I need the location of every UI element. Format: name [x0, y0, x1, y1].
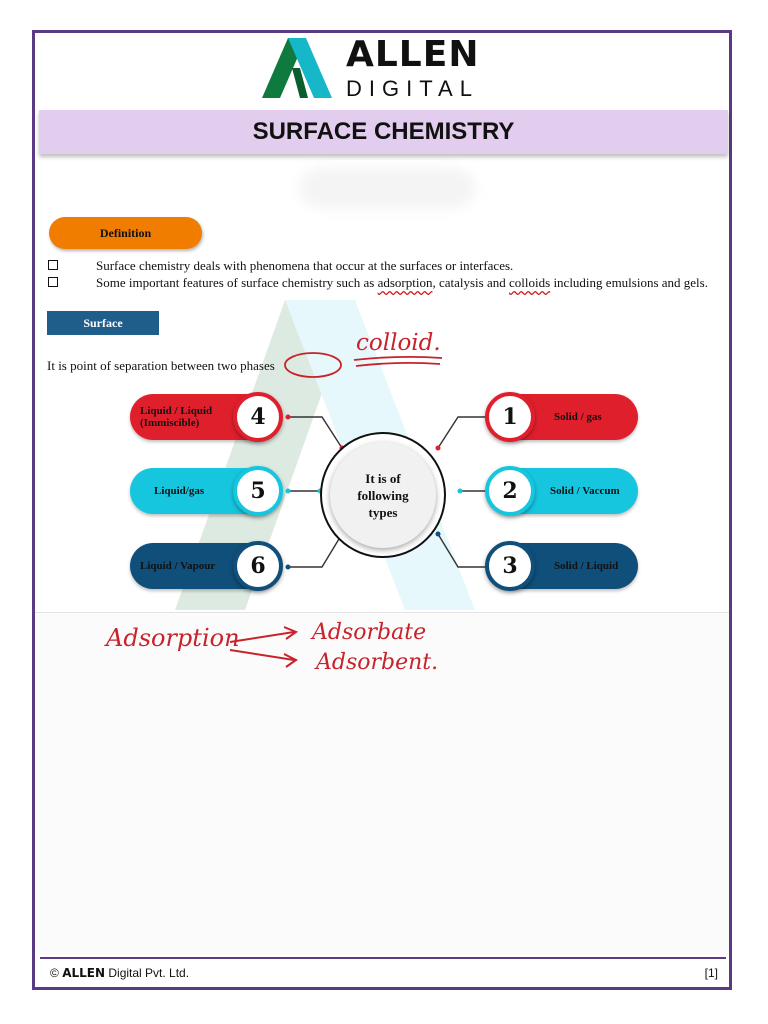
pill-label: Solid / gas	[554, 411, 602, 423]
surface-heading: Surface	[47, 311, 159, 335]
number-badge-5: 5	[233, 466, 283, 516]
handwritten-adsorbate: Adsorbate	[312, 620, 427, 645]
footer-divider	[40, 957, 726, 959]
bullet-text: Surface chemistry deals with phenomena t…	[96, 258, 514, 273]
pill-label: Liquid / Liquid (Immiscible)	[140, 405, 213, 429]
handwritten-underline	[353, 355, 443, 367]
definition-bullets: Surface chemistry deals with phenomena t…	[46, 257, 721, 291]
handwritten-adsorption: Adsorption	[106, 624, 240, 652]
handwritten-adsorbent: Adsorbent.	[316, 650, 439, 675]
pill-label: Liquid/gas	[154, 485, 205, 497]
checkbox-bullet-icon	[48, 277, 58, 287]
number-badge-4: 4	[233, 392, 283, 442]
logo-word: ALLEN	[346, 34, 480, 75]
title-band: SURFACE CHEMISTRY	[39, 110, 728, 154]
number-badge-1: 1	[485, 392, 535, 442]
underlined-adsorption: adsorption	[377, 275, 433, 290]
bullet-text: Some important features of surface chemi…	[96, 275, 708, 290]
handwritten-arrows	[229, 626, 299, 668]
pill-label: Liquid / Vapour	[140, 560, 216, 572]
allen-logo-icon	[262, 38, 332, 98]
footer-brand: ALLEN	[62, 966, 106, 980]
definition-heading: Definition	[49, 217, 202, 249]
logo-subtitle: DIGITAL	[346, 76, 479, 101]
number-badge-2: 2	[485, 466, 535, 516]
underlined-colloids: colloids	[509, 275, 551, 290]
footer-copyright: © ALLEN Digital Pvt. Ltd.	[50, 966, 190, 980]
checkbox-bullet-icon	[48, 260, 58, 270]
allen-digital-logo: ALLEN DIGITAL	[262, 34, 512, 101]
handwritten-circle-annotation	[284, 352, 342, 378]
surface-definition: It is point of separation between two ph…	[47, 358, 275, 373]
bullet-item: Some important features of surface chemi…	[46, 274, 721, 291]
definition-label: Definition	[99, 225, 152, 240]
page-title: SURFACE CHEMISTRY	[252, 118, 515, 145]
page-number: [1]	[704, 966, 718, 980]
blurred-region	[300, 168, 475, 208]
notes-area	[35, 612, 729, 955]
number-badge-6: 6	[233, 541, 283, 591]
bullet-item: Surface chemistry deals with phenomena t…	[46, 257, 721, 274]
surface-label: Surface	[83, 315, 123, 330]
handwritten-colloid: colloid.	[356, 330, 441, 356]
pill-label: Solid / Vaccum	[550, 485, 620, 497]
pill-label: Solid / Liquid	[554, 560, 619, 572]
number-badge-3: 3	[485, 541, 535, 591]
